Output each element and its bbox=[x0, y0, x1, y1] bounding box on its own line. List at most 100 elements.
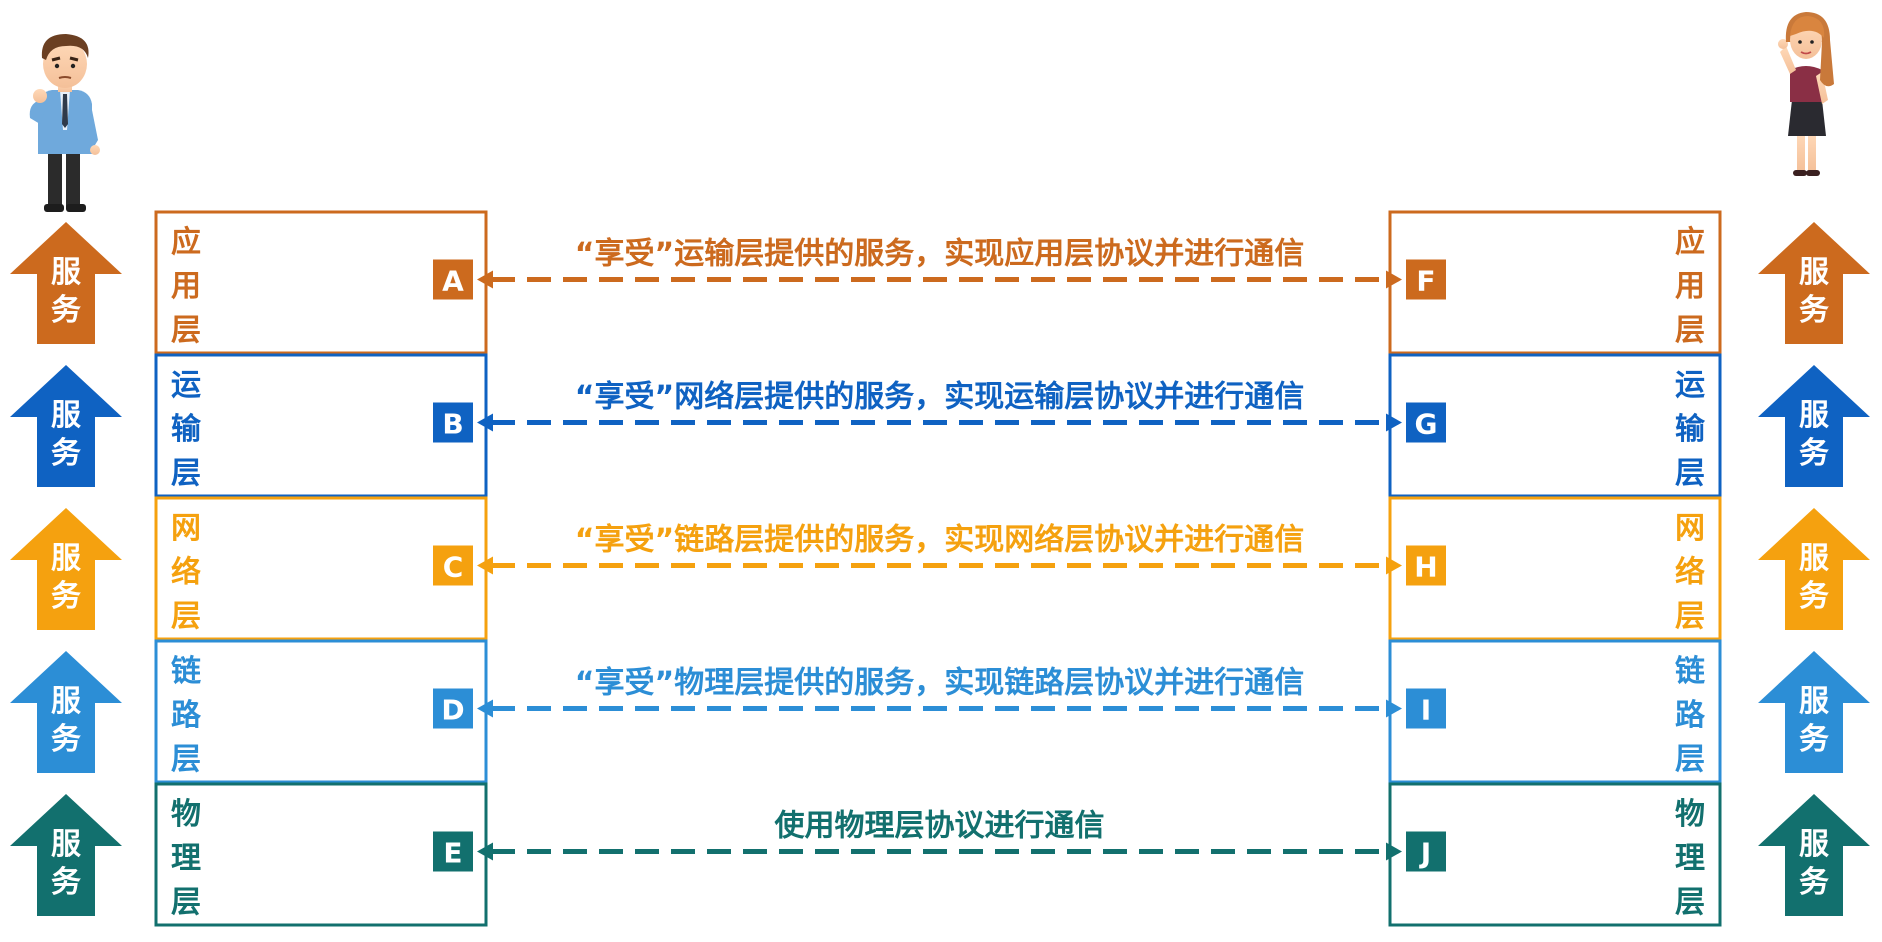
letter-badge-bg bbox=[433, 402, 473, 443]
service-arrow-char: 务 bbox=[51, 865, 81, 900]
service-arrow-char: 服 bbox=[51, 541, 82, 576]
layer-letter-left-1: B bbox=[433, 402, 473, 443]
arrowhead-left bbox=[477, 699, 493, 718]
letter-badge-bg bbox=[1406, 545, 1446, 586]
service-arrow-right-0: 服务 bbox=[1758, 222, 1870, 344]
letter-badge-bg bbox=[1406, 402, 1446, 443]
layer-name-char: 层 bbox=[171, 885, 201, 920]
layer-box-border bbox=[154, 639, 488, 784]
layer-name-char: 运 bbox=[1675, 368, 1705, 403]
service-arrow-char: 服 bbox=[51, 827, 82, 862]
service-arrow-char: 务 bbox=[51, 579, 81, 614]
service-arrow-char: 服 bbox=[51, 255, 82, 290]
service-arrow-shape bbox=[1758, 651, 1870, 773]
layer-name-char: 层 bbox=[1675, 313, 1705, 348]
right-person-figure bbox=[1778, 12, 1834, 176]
layer-name-char: 用 bbox=[171, 269, 201, 304]
layer-name-char: 路 bbox=[171, 698, 202, 733]
service-arrow-right-1: 服务 bbox=[1758, 365, 1870, 487]
arrowhead-left bbox=[477, 556, 493, 575]
layer-name-char: 输 bbox=[171, 412, 202, 447]
layer-name-char: 层 bbox=[171, 599, 201, 634]
layer-name-char: 网 bbox=[1675, 511, 1705, 546]
service-arrow-left-1: 服务 bbox=[10, 365, 122, 487]
letter-badge-bg bbox=[433, 831, 473, 872]
layer-name-char: 路 bbox=[1675, 698, 1706, 733]
service-arrow-char: 服 bbox=[1799, 255, 1830, 290]
service-arrow-char: 服 bbox=[1799, 541, 1830, 576]
service-arrow-shape bbox=[1758, 794, 1870, 916]
layer-box-left-0: 应用层 bbox=[154, 210, 488, 355]
letter-badge-bg bbox=[1406, 259, 1446, 300]
arrowhead-left bbox=[477, 413, 493, 432]
service-arrow-char: 服 bbox=[1799, 684, 1830, 719]
layer-letter-right-4: J bbox=[1406, 831, 1446, 872]
layer-name-char: 链 bbox=[171, 654, 201, 689]
layer-name-char: 层 bbox=[171, 313, 201, 348]
layer-box-right-2: 网络层 bbox=[1388, 496, 1722, 641]
service-arrow-shape bbox=[1758, 508, 1870, 630]
layer-name-char: 理 bbox=[1675, 841, 1705, 876]
layer-name-char: 层 bbox=[1675, 456, 1705, 491]
layer-name-char: 应 bbox=[1675, 225, 1705, 260]
letter-badge-text: E bbox=[443, 837, 462, 870]
service-arrow-right-2: 服务 bbox=[1758, 508, 1870, 630]
letter-badge-bg bbox=[433, 545, 473, 586]
peer-communication-4: 使用物理层协议进行通信 bbox=[477, 809, 1402, 861]
layer-name-char: 物 bbox=[1675, 797, 1705, 832]
letter-badge-text: I bbox=[1421, 694, 1431, 727]
service-arrow-char: 务 bbox=[1799, 436, 1829, 471]
layer-name-char: 网 bbox=[171, 511, 201, 546]
left-person-figure bbox=[29, 34, 100, 212]
service-arrow-char: 服 bbox=[51, 684, 82, 719]
layer-box-border bbox=[154, 496, 488, 641]
service-arrow-char: 服 bbox=[1799, 398, 1830, 433]
letter-badge-text: D bbox=[441, 694, 464, 727]
service-arrow-shape bbox=[10, 365, 122, 487]
layer-letter-left-0: A bbox=[433, 259, 473, 300]
layer-box-border bbox=[154, 353, 488, 498]
peer-communication-label: “享受”链路层提供的服务，实现网络层协议并进行通信 bbox=[575, 523, 1304, 558]
service-arrow-char: 务 bbox=[1799, 579, 1829, 614]
letter-badge-bg bbox=[433, 259, 473, 300]
layer-box-border bbox=[154, 210, 488, 355]
layer-letter-right-1: G bbox=[1406, 402, 1446, 443]
letter-badge-text: B bbox=[442, 408, 463, 441]
arrowhead-right bbox=[1386, 699, 1402, 718]
peer-communication-label: “享受”网络层提供的服务，实现运输层协议并进行通信 bbox=[575, 380, 1304, 415]
peer-communication-0: “享受”运输层提供的服务，实现应用层协议并进行通信 bbox=[477, 237, 1402, 289]
layer-box-left-4: 物理层 bbox=[154, 782, 488, 927]
arrowhead-right bbox=[1386, 270, 1402, 289]
layer-name-char: 层 bbox=[1675, 599, 1705, 634]
service-arrow-char: 服 bbox=[51, 398, 82, 433]
service-arrow-left-3: 服务 bbox=[10, 651, 122, 773]
service-arrow-char: 服 bbox=[1799, 827, 1830, 862]
layer-name-char: 层 bbox=[171, 456, 201, 491]
layer-name-char: 理 bbox=[171, 841, 201, 876]
service-arrow-right-4: 服务 bbox=[1758, 794, 1870, 916]
layer-box-border bbox=[154, 782, 488, 927]
layer-name-char: 应 bbox=[171, 225, 201, 260]
service-arrow-char: 务 bbox=[1799, 722, 1829, 757]
layer-name-char: 链 bbox=[1675, 654, 1705, 689]
peer-communication-2: “享受”链路层提供的服务，实现网络层协议并进行通信 bbox=[477, 523, 1402, 575]
letter-badge-text: F bbox=[1416, 265, 1435, 298]
letter-badge-text: C bbox=[443, 551, 464, 584]
layer-name-char: 层 bbox=[171, 742, 201, 777]
letter-badge-text: J bbox=[1419, 837, 1431, 870]
peer-communication-3: “享受”物理层提供的服务，实现链路层协议并进行通信 bbox=[477, 666, 1402, 718]
letter-badge-bg bbox=[433, 688, 473, 729]
letter-badge-bg bbox=[1406, 831, 1446, 872]
layer-name-char: 络 bbox=[1675, 555, 1705, 590]
service-arrow-char: 务 bbox=[51, 436, 81, 471]
layer-letter-right-2: H bbox=[1406, 545, 1446, 586]
service-arrow-char: 务 bbox=[51, 722, 81, 757]
peer-communication-label: “享受”运输层提供的服务，实现应用层协议并进行通信 bbox=[575, 237, 1304, 272]
service-arrow-shape bbox=[10, 651, 122, 773]
service-arrow-shape bbox=[10, 794, 122, 916]
layer-letter-right-3: I bbox=[1406, 688, 1446, 729]
service-arrow-char: 务 bbox=[1799, 865, 1829, 900]
layer-name-char: 运 bbox=[171, 368, 201, 403]
layer-name-char: 层 bbox=[1675, 885, 1705, 920]
